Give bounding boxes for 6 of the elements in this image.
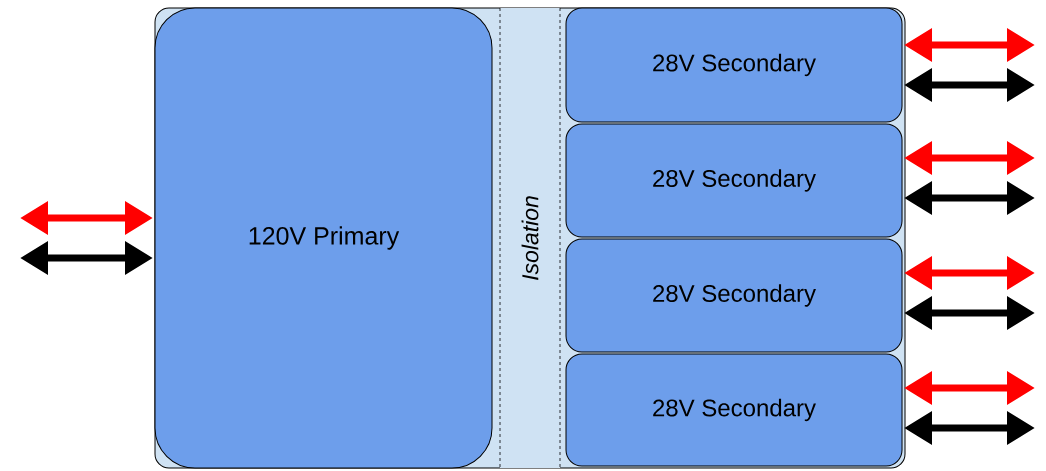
secondary-box: 28V Secondary	[565, 7, 903, 123]
primary-box: 120V Primary	[154, 7, 493, 469]
secondary-box: 28V Secondary	[565, 123, 903, 238]
secondary-box: 28V Secondary	[565, 353, 903, 467]
isolation-band: Isolation	[499, 7, 561, 469]
secondary-box: 28V Secondary	[565, 238, 903, 353]
